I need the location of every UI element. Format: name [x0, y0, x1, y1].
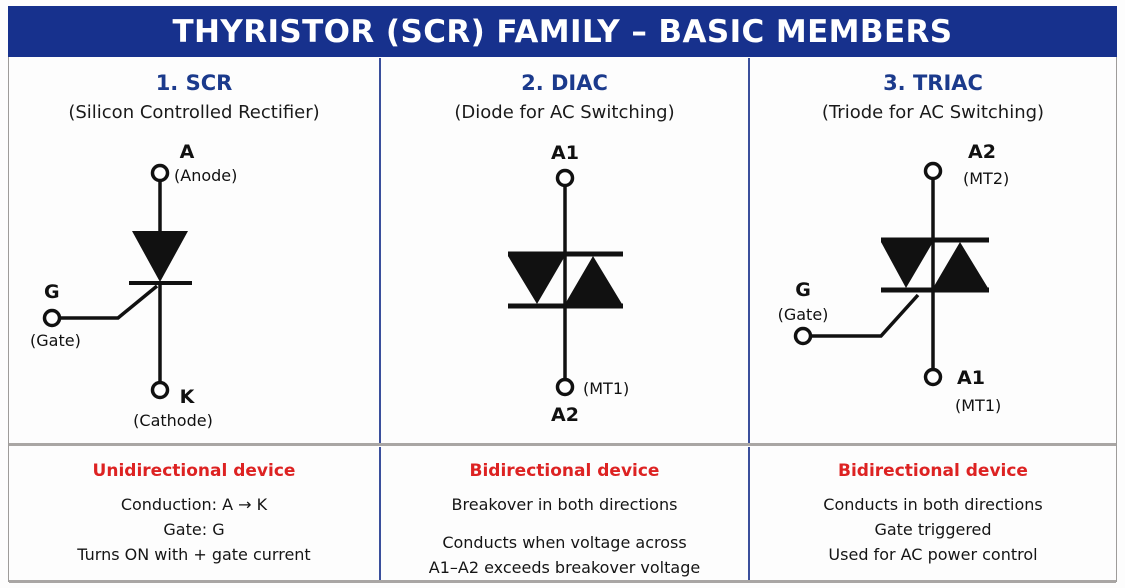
label-cathode-note: (Cathode): [133, 411, 213, 430]
description-scr: Unidirectional device Conduction: A → K …: [9, 447, 379, 581]
description-line: Gate: G: [163, 519, 225, 539]
label-a2: A2: [551, 404, 579, 426]
scr-symbol: A (Anode) G (Gate) K (Cathode): [9, 136, 379, 436]
description-line: A1–A2 exceeds breakover voltage: [428, 557, 701, 577]
scr-triangle: [132, 231, 188, 282]
a2-terminal-node: [555, 377, 574, 397]
label-a2-note: (MT1): [583, 379, 629, 398]
diac-symbol: A1 (MT1) A2: [381, 136, 748, 436]
mt2-terminal-node: [923, 161, 943, 181]
status-badge-diac: Bidirectional device: [469, 461, 660, 481]
description-line: Conduction: A → K: [120, 495, 268, 514]
label-a1: A1: [957, 367, 985, 389]
triac-symbol: A2 (MT2) G (Gate) A1 (MT1): [750, 136, 1116, 436]
description-diac: Bidirectional device Breakover in both d…: [381, 447, 748, 581]
gate-lead: [60, 284, 159, 320]
label-cathode: K: [180, 386, 196, 408]
label-a1: A1: [551, 142, 579, 164]
label-a2-note: (MT2): [963, 169, 1009, 188]
label-gate-note: (Gate): [30, 331, 81, 350]
triac-triangle-left: [881, 242, 933, 288]
column-diac: 2. DIAC (Diode for AC Switching): [381, 58, 748, 444]
column-scr: 1. SCR (Silicon Controlled Rectifier): [9, 58, 379, 444]
label-a1-note: (MT1): [955, 396, 1001, 415]
label-gate-note: (Gate): [778, 305, 829, 324]
status-badge-scr: Unidirectional device: [92, 461, 296, 481]
diac-triangle-left: [507, 256, 565, 304]
label-anode: A: [180, 141, 195, 163]
description-line: Used for AC power control: [828, 544, 1038, 564]
description-line: Conducts in both directions: [823, 495, 1043, 514]
column-subtitle-triac: (Triode for AC Switching): [821, 102, 1045, 123]
triac-triangle-right: [933, 242, 988, 288]
anode-terminal-node: [150, 163, 170, 183]
column-divider-2: [748, 58, 750, 444]
column-divider-lower-1: [379, 447, 381, 583]
description-line: Conducts when voltage across: [442, 532, 687, 552]
label-gate: G: [44, 281, 60, 303]
figure-title-bar: THYRISTOR (SCR) FAMILY – BASIC MEMBERS: [8, 6, 1117, 57]
diac-triangle-right: [564, 256, 622, 304]
label-gate: G: [795, 279, 811, 301]
column-triac: 3. TRIAC (Triode for AC Switching): [750, 58, 1116, 444]
description-line: Gate triggered: [874, 519, 992, 539]
column-subtitle-scr: (Silicon Controlled Rectifier): [68, 102, 320, 123]
gate-terminal-node: [42, 308, 62, 328]
description-line: Breakover in both directions: [451, 495, 678, 514]
description-line: Turns ON with + gate current: [77, 544, 311, 564]
column-title-scr: 1. SCR: [155, 71, 233, 95]
a1-terminal-node: [555, 168, 574, 188]
label-a2: A2: [968, 141, 996, 163]
description-triac: Bidirectional device Conducts in both di…: [750, 447, 1116, 581]
triac-gate-terminal-node: [793, 326, 813, 346]
column-title-triac: 3. TRIAC: [883, 71, 983, 95]
section-divider-horizontal: [9, 443, 1116, 446]
label-anode-note: (Anode): [174, 166, 237, 185]
page-title: THYRISTOR (SCR) FAMILY – BASIC MEMBERS: [172, 13, 953, 50]
cathode-terminal-node: [150, 380, 170, 400]
mt1-terminal-node: [923, 367, 943, 387]
triac-gate-lead: [811, 293, 920, 338]
column-subtitle-diac: (Diode for AC Switching): [454, 102, 675, 123]
status-badge-triac: Bidirectional device: [838, 461, 1028, 481]
column-title-diac: 2. DIAC: [521, 71, 608, 95]
column-divider-1: [379, 58, 381, 444]
column-divider-lower-2: [748, 447, 750, 583]
bottom-divider: [9, 580, 1116, 583]
